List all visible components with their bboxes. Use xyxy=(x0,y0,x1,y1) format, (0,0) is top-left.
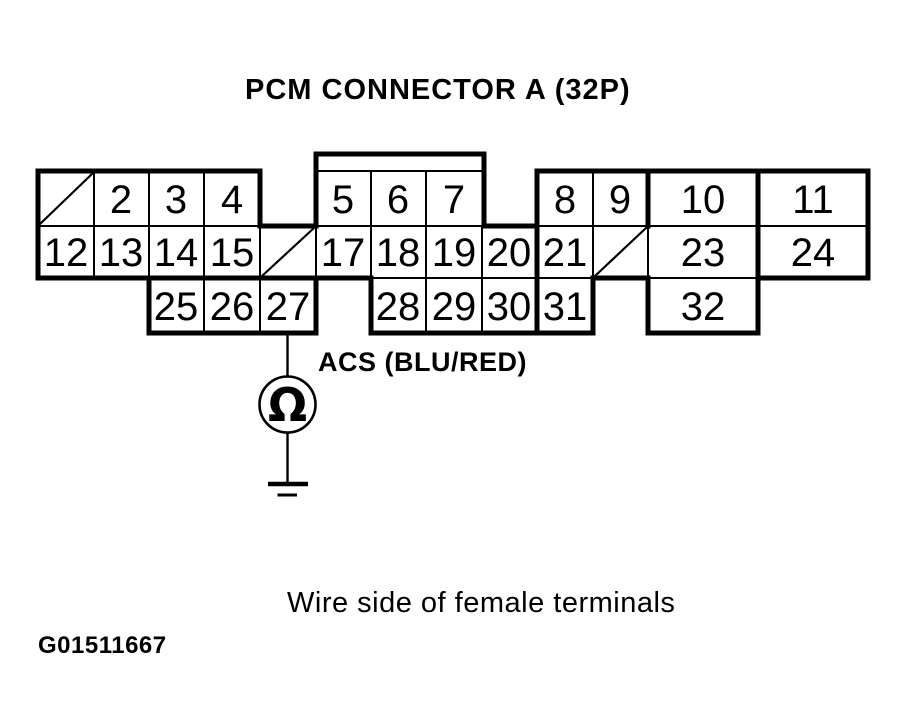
pin-numbers: 2 3 4 5 6 7 8 9 10 11 12 13 14 15 17 18 … xyxy=(44,178,836,329)
grid-vertical-lines xyxy=(93,171,649,333)
pin-23: 23 xyxy=(681,231,726,275)
pin-15: 15 xyxy=(210,231,255,275)
pin-6: 6 xyxy=(387,178,409,222)
wire-label: ACS (BLU/RED) xyxy=(318,347,527,377)
pin-25: 25 xyxy=(154,285,199,329)
missing-pin-16-slash xyxy=(260,226,316,278)
caption: Wire side of female terminals xyxy=(287,587,675,619)
pin-7: 7 xyxy=(443,178,465,222)
pin-13: 13 xyxy=(99,231,144,275)
connector-perimeter xyxy=(35,151,871,336)
pin-21: 21 xyxy=(543,231,588,275)
missing-pin-1-slash xyxy=(38,171,95,226)
missing-pin-22-slash xyxy=(593,226,648,278)
pin-29: 29 xyxy=(432,285,477,329)
ground-icon xyxy=(268,481,308,497)
pin-18: 18 xyxy=(376,231,421,275)
diagram-title: PCM CONNECTOR A (32P) xyxy=(245,74,631,106)
pin-10: 10 xyxy=(681,178,726,222)
figure-id: G01511667 xyxy=(38,632,167,659)
pin-9: 9 xyxy=(609,178,631,222)
pin-20: 20 xyxy=(487,231,532,275)
pin-30: 30 xyxy=(487,285,532,329)
pin-3: 3 xyxy=(165,178,187,222)
pin-grid-lines xyxy=(38,170,868,333)
pin-11: 11 xyxy=(792,178,834,222)
pin-17: 17 xyxy=(321,231,366,275)
pin-12: 12 xyxy=(44,231,89,275)
pin-5: 5 xyxy=(332,178,354,222)
pin-32: 32 xyxy=(681,285,726,329)
pin-26: 26 xyxy=(210,285,255,329)
pin-14: 14 xyxy=(154,231,199,275)
block-divider-lines xyxy=(146,168,761,336)
test-circuit: Ω xyxy=(258,335,317,497)
connector-outline xyxy=(35,151,871,336)
ohm-symbol: Ω xyxy=(268,378,307,432)
pin-8: 8 xyxy=(554,178,576,222)
pin-27: 27 xyxy=(266,285,311,329)
pin-2: 2 xyxy=(110,178,132,222)
pin-31: 31 xyxy=(543,285,588,329)
pin-19: 19 xyxy=(432,231,477,275)
pin-28: 28 xyxy=(376,285,421,329)
pin-24: 24 xyxy=(791,231,836,275)
pin-4: 4 xyxy=(221,178,243,222)
missing-pin-slashes xyxy=(38,171,648,278)
